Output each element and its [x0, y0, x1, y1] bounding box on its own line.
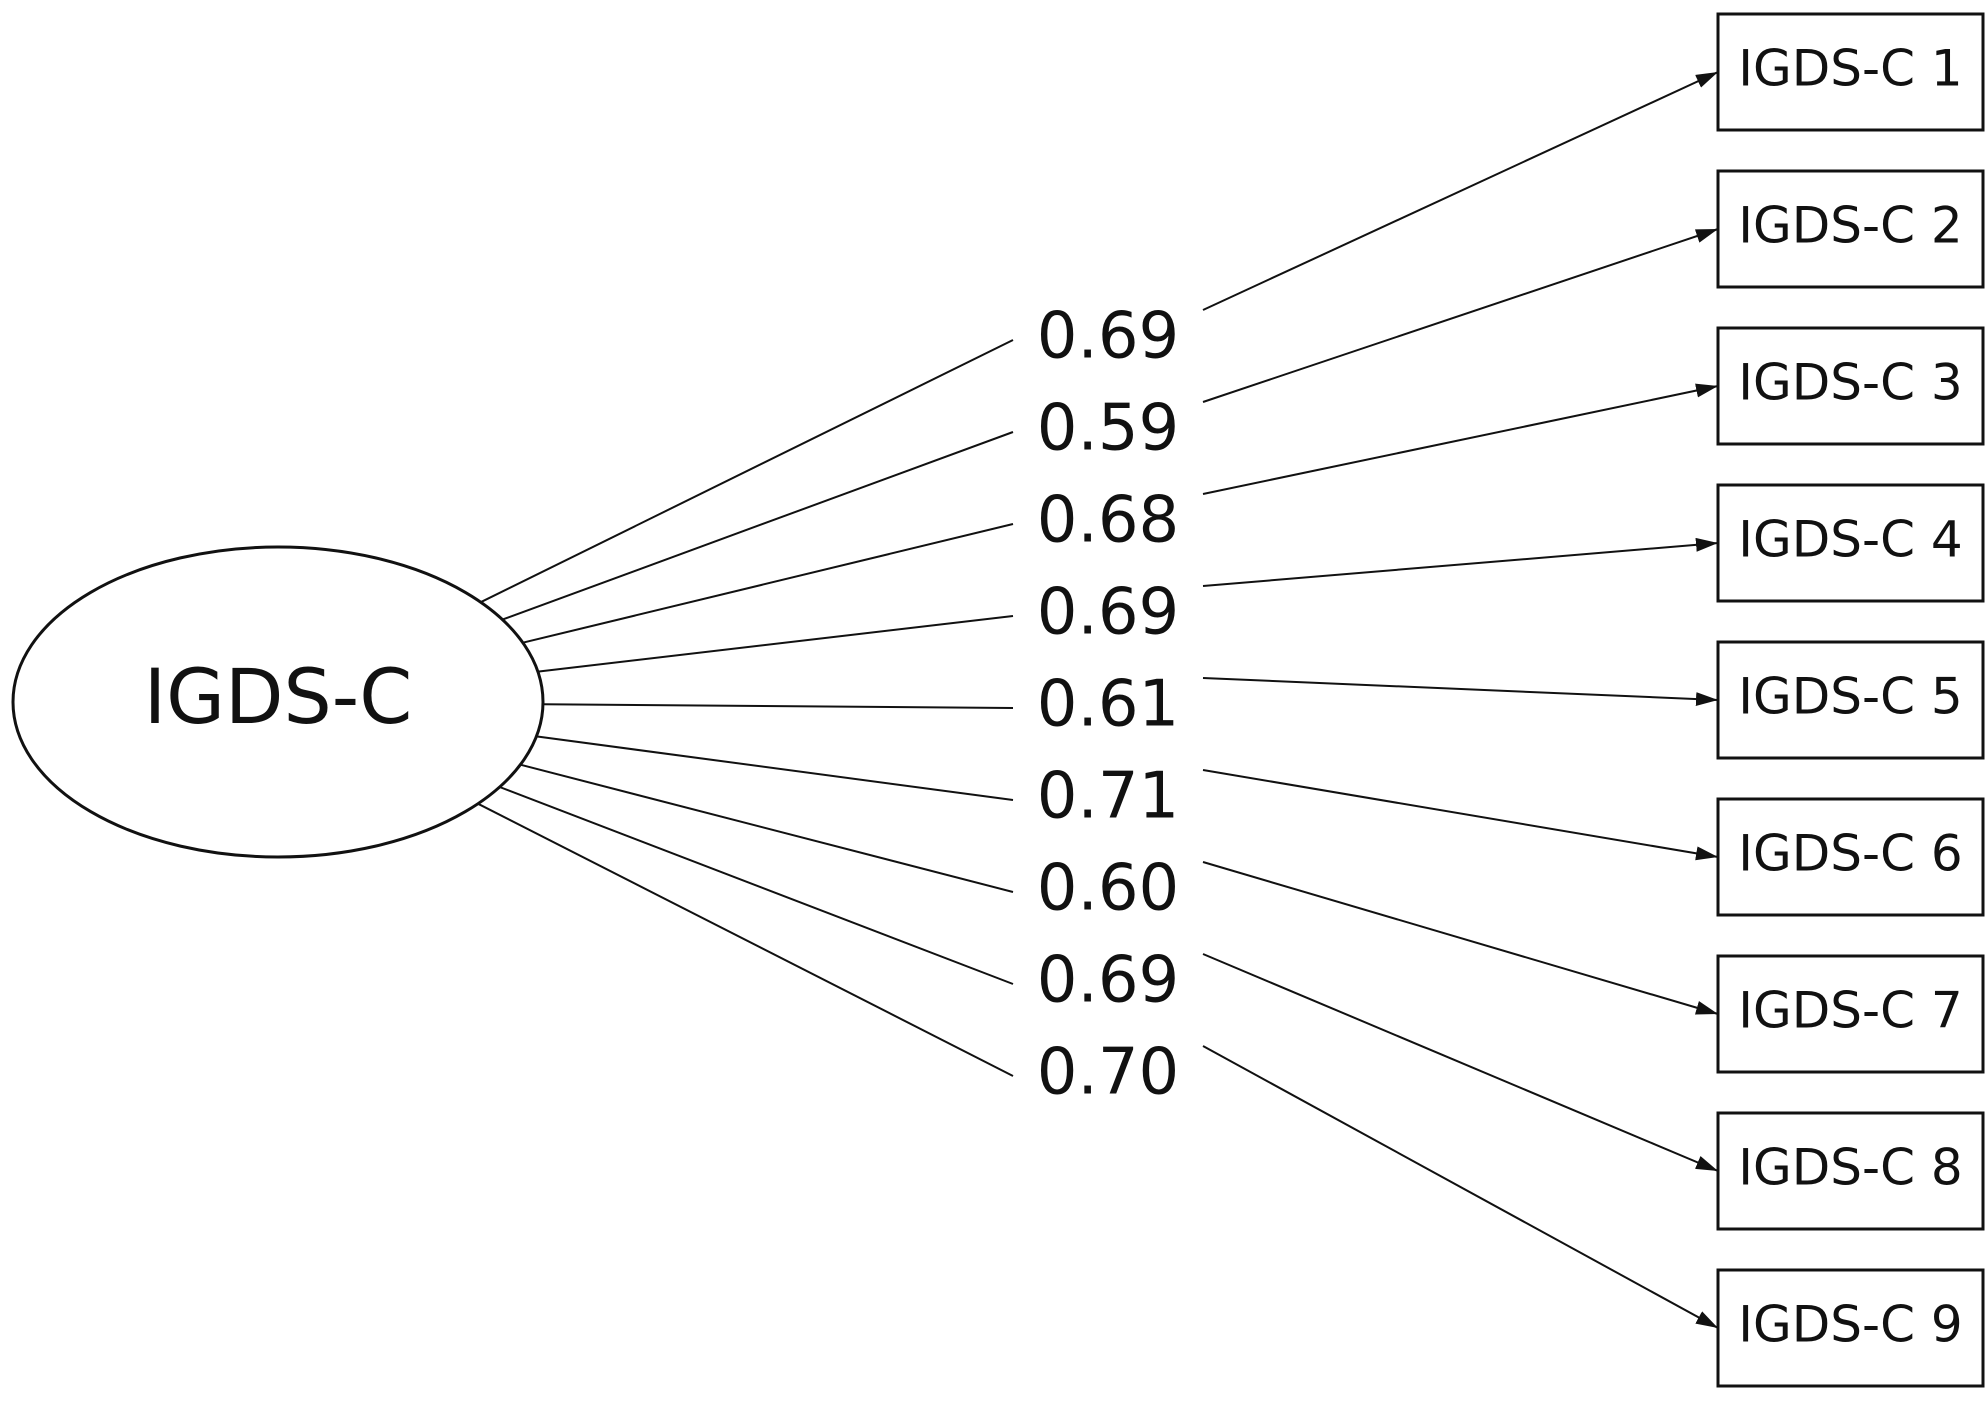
- loading-labels: 0.69 0.59 0.68 0.69 0.61 0.71 0.60 0.69 0.70: [1037, 300, 1180, 1110]
- indicator-label-4: IGDS-C 4: [1738, 511, 1962, 569]
- indicator-node-5: IGDS-C 5: [1716, 640, 1985, 760]
- indicator-label-9: IGDS-C 9: [1738, 1296, 1962, 1354]
- loading-path-in-3: [522, 523, 1014, 644]
- loading-path-out-8: [1202, 953, 1719, 1172]
- loading-path-in-5: [542, 703, 1014, 709]
- indicator-box-1: [1716, 12, 1985, 132]
- indicator-node-6: IGDS-C 6: [1716, 797, 1985, 917]
- loading-paths: [477, 71, 1719, 1329]
- indicator-label-1: IGDS-C 1: [1738, 40, 1962, 98]
- indicator-node-1: IGDS-C 1: [1716, 12, 1985, 132]
- loading-path-in-9: [477, 802, 1014, 1077]
- indicator-box-5: [1716, 640, 1985, 760]
- indicator-label-5: IGDS-C 5: [1738, 668, 1962, 726]
- loading-path-out-6: [1202, 769, 1719, 861]
- indicator-label-8: IGDS-C 8: [1738, 1139, 1962, 1197]
- indicator-box-8: [1716, 1111, 1985, 1231]
- indicator-node-9: IGDS-C 9: [1716, 1268, 1985, 1388]
- indicator-boxes: IGDS-C 1 IGDS-C 2 IGDS-C 3 IGDS-C 4 IGDS-C 5…: [1716, 12, 1985, 1388]
- indicator-node-3: IGDS-C 3: [1716, 326, 1985, 446]
- indicator-box-2: [1716, 169, 1985, 289]
- loading-value-1: 0.69: [1037, 300, 1180, 374]
- indicator-node-7: IGDS-C 7: [1716, 954, 1985, 1074]
- loading-path-out-4: [1202, 537, 1719, 587]
- loading-path-in-8: [499, 786, 1014, 985]
- latent-factor-node: IGDS-C: [11, 545, 545, 859]
- latent-factor-label: IGDS-C: [144, 652, 413, 741]
- indicator-node-8: IGDS-C 8: [1716, 1111, 1985, 1231]
- indicator-box-4: [1716, 483, 1985, 603]
- loading-path-in-6: [536, 735, 1014, 801]
- loading-path-out-1: [1202, 71, 1719, 311]
- indicator-node-2: IGDS-C 2: [1716, 169, 1985, 289]
- loading-value-8: 0.69: [1037, 944, 1180, 1018]
- loading-value-7: 0.60: [1037, 852, 1180, 926]
- loading-path-out-5: [1202, 677, 1719, 707]
- indicator-box-6: [1716, 797, 1985, 917]
- loading-value-6: 0.71: [1037, 760, 1180, 834]
- loading-path-in-4: [537, 615, 1014, 673]
- loading-path-out-7: [1202, 861, 1719, 1015]
- loading-path-in-1: [480, 339, 1014, 604]
- loading-value-5: 0.61: [1037, 668, 1180, 742]
- indicator-node-4: IGDS-C 4: [1716, 483, 1985, 603]
- indicator-label-2: IGDS-C 2: [1738, 197, 1962, 255]
- loading-path-in-7: [520, 763, 1014, 893]
- loading-path-out-3: [1202, 383, 1719, 495]
- latent-factor-ellipse: [11, 545, 545, 859]
- loading-value-9: 0.70: [1037, 1036, 1180, 1110]
- indicator-box-7: [1716, 954, 1985, 1074]
- loading-value-2: 0.59: [1037, 392, 1180, 466]
- loading-path-out-2: [1202, 228, 1719, 403]
- indicator-label-6: IGDS-C 6: [1738, 825, 1962, 883]
- indicator-label-7: IGDS-C 7: [1738, 982, 1962, 1040]
- loading-path-out-9: [1202, 1045, 1719, 1329]
- indicator-label-3: IGDS-C 3: [1738, 354, 1962, 412]
- loading-value-4: 0.69: [1037, 576, 1180, 650]
- loading-path-in-2: [502, 431, 1014, 621]
- indicator-box-9: [1716, 1268, 1985, 1388]
- loading-value-3: 0.68: [1037, 484, 1180, 558]
- indicator-box-3: [1716, 326, 1985, 446]
